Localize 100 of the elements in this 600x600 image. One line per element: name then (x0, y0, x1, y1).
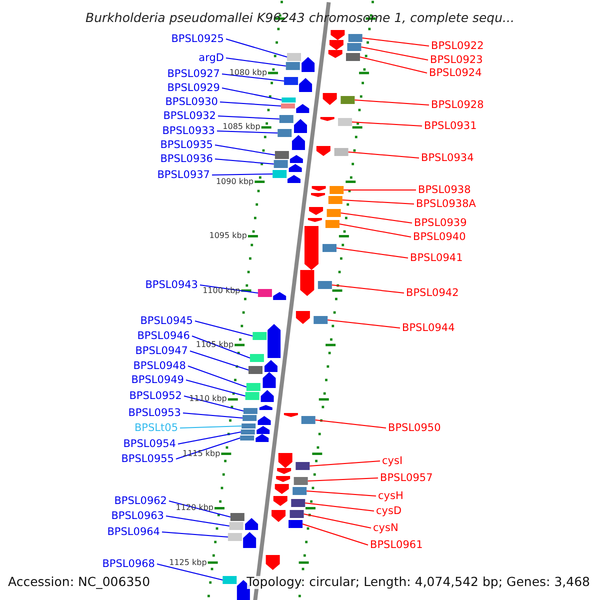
gene-block (282, 98, 296, 102)
leader-line (309, 460, 380, 466)
leader-line (182, 412, 244, 418)
gene-block (272, 170, 287, 178)
gene-block (292, 487, 307, 495)
gene-label: BPSL0962 (114, 496, 167, 506)
gene-label: BPSL0931 (424, 120, 477, 131)
gene-label: BPSL0922 (431, 40, 484, 51)
gene-label: BPSL0932 (163, 110, 216, 121)
gene-block (240, 436, 254, 440)
gene-label: BPSL0949 (131, 374, 184, 385)
leader-line (192, 336, 250, 358)
gene-block (280, 104, 295, 108)
leader-line (354, 100, 430, 106)
leader-line (190, 350, 249, 370)
scale-label: 1105 kbp (196, 341, 234, 349)
leader-line (340, 212, 412, 224)
gene-label: BPSL0944 (402, 322, 455, 333)
gene-label: BPSL0954 (123, 438, 176, 449)
gene-block (328, 196, 342, 204)
gene-label: BPSL0963 (111, 510, 164, 521)
gene-block (347, 43, 362, 51)
gene-label: BPSL0957 (380, 472, 433, 483)
gene-label: BPSL0928 (431, 100, 484, 110)
gene-block (242, 424, 256, 428)
gene-block (288, 520, 303, 528)
gene-block (348, 34, 362, 42)
leader-line (226, 38, 288, 58)
leader-line (212, 174, 274, 176)
gene-block (326, 209, 341, 217)
leader-line (176, 438, 241, 460)
gene-label: BPSL0925 (171, 34, 224, 44)
leader-line (220, 102, 282, 106)
gene-label: BPSL0952 (129, 390, 182, 401)
gene-label: BPSL0964 (107, 526, 160, 537)
title: Burkholderia pseudomallei K96243 chromosome 1, complete sequ... (84, 12, 516, 24)
gene-block (222, 576, 237, 584)
gene-label: BPSL0937 (157, 170, 210, 180)
genome-info-text: Topology: circular; Length: 4,074,542 bp; Genes: 3,468 (246, 576, 590, 588)
gene-block (252, 332, 267, 340)
gene-block (330, 186, 344, 194)
gene-label: BPSL0927 (167, 68, 220, 79)
leader-line (331, 284, 404, 294)
leader-line (362, 38, 430, 46)
gene-block (334, 148, 348, 156)
gene-block (274, 151, 289, 159)
gene-block (287, 53, 301, 61)
gene-block (258, 289, 272, 297)
gene-label: BPSL0939 (414, 218, 467, 228)
gene-label: cysI (382, 456, 403, 466)
leader-line (186, 380, 246, 396)
leader-line (222, 88, 282, 100)
gene-label: BPSL0929 (167, 82, 220, 93)
gene-block (290, 510, 304, 518)
gene-label: BPSL0947 (135, 346, 188, 356)
leader-line (302, 524, 368, 546)
gene-block (242, 415, 257, 421)
leader-line (156, 564, 224, 580)
gene-block (230, 513, 244, 521)
leader-line (307, 478, 378, 482)
gene-label: BPSL0942 (406, 288, 459, 298)
gene-block (246, 383, 260, 391)
gene-block (346, 53, 360, 61)
gene-label: BPSL0924 (429, 68, 482, 78)
gene-block (278, 129, 292, 137)
leader-line (166, 516, 230, 526)
gene-block (318, 281, 332, 289)
gene-label: BPSL0946 (137, 330, 190, 341)
leader-line (226, 58, 286, 66)
gene-block (240, 430, 255, 434)
scale-label: 1125 kbp (169, 558, 207, 567)
gene-label: BPSL0923 (430, 54, 483, 65)
gene-label: BPSL0935 (160, 140, 213, 150)
gene-block (243, 408, 258, 414)
leader-line (216, 130, 278, 134)
leader-line (327, 320, 400, 328)
gene-block (250, 354, 264, 362)
leader-line (352, 122, 422, 126)
gene-block (229, 522, 244, 530)
gene-block (296, 462, 310, 470)
leader-line (194, 320, 254, 336)
leader-line (162, 532, 228, 538)
gene-label: BPSL0941 (410, 252, 463, 263)
gene-block (301, 416, 316, 424)
gene-block (274, 160, 288, 168)
gene-block (340, 96, 355, 104)
gene-label: BPSL0933 (162, 126, 215, 136)
gene-block (325, 220, 340, 228)
gene-label: BPSL0930 (165, 96, 218, 107)
leader-line (303, 514, 372, 528)
gene-block (228, 533, 242, 541)
gene-block (286, 62, 300, 70)
gene-block (314, 316, 328, 324)
scale-label: 1090 kbp (216, 178, 254, 186)
gene-label: argD (198, 52, 224, 63)
scale-label: 1085 kbp (222, 123, 260, 132)
leader-line (304, 502, 374, 512)
gene-block (338, 118, 352, 126)
leader-line (336, 248, 408, 258)
gene-block (245, 392, 260, 400)
